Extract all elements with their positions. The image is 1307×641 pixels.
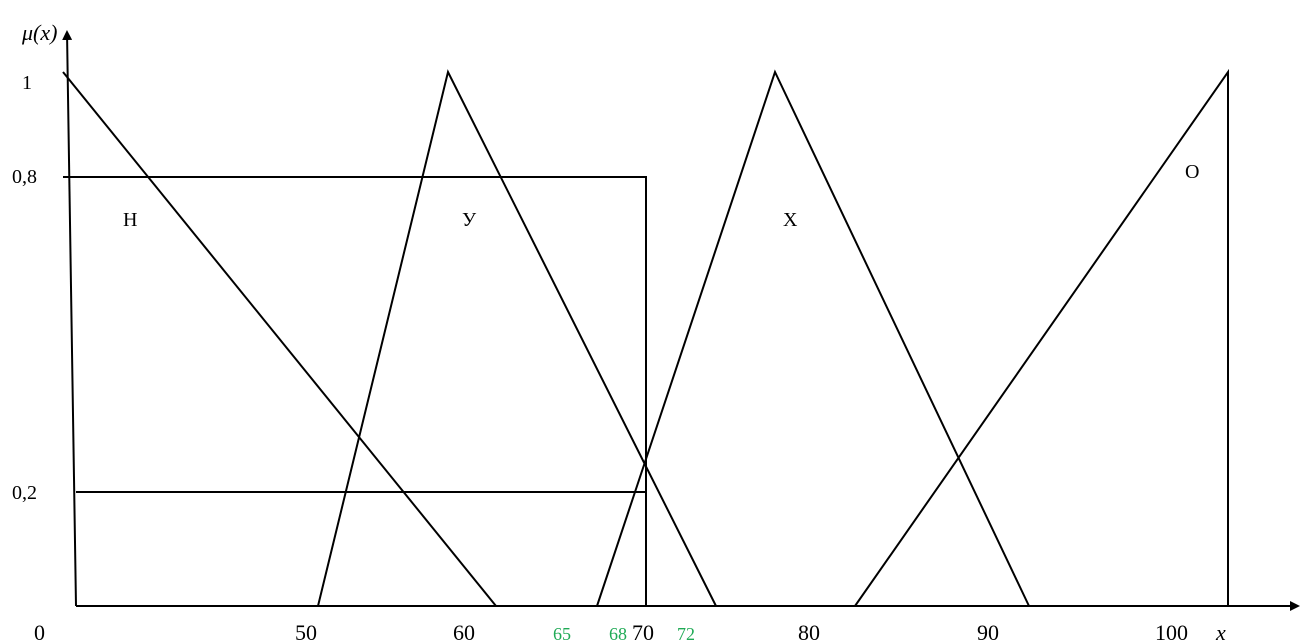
x-tick-65: 65 <box>553 624 571 641</box>
membership-curve-n <box>62 71 497 607</box>
y-tick-02: 0,2 <box>12 482 37 504</box>
x-tick-50: 50 <box>295 620 317 641</box>
set-label-u: У <box>462 209 477 231</box>
x-tick-60: 60 <box>453 620 475 641</box>
set-label-x: Х <box>783 209 798 231</box>
x-tick-80: 80 <box>798 620 820 641</box>
y-tick-1: 1 <box>22 72 32 94</box>
y-tick-08: 0,8 <box>12 166 37 188</box>
x-axis-label: x <box>1215 620 1226 641</box>
x-tick-0: 0 <box>34 620 45 641</box>
membership-curve-o <box>854 68 1229 607</box>
threshold-line-08 <box>63 176 647 606</box>
x-tick-70: 70 <box>632 620 654 641</box>
membership-curve-u <box>317 69 717 607</box>
set-label-n: Н <box>123 209 137 231</box>
x-tick-90: 90 <box>977 620 999 641</box>
x-tick-72: 72 <box>677 624 695 641</box>
x-tick-100: 100 <box>1155 620 1188 641</box>
x-tick-68: 68 <box>609 624 627 641</box>
membership-curve-x <box>596 69 1030 607</box>
y-axis <box>62 30 77 607</box>
y-axis-label: μ(x) <box>21 20 57 45</box>
set-label-o: О <box>1185 161 1199 183</box>
